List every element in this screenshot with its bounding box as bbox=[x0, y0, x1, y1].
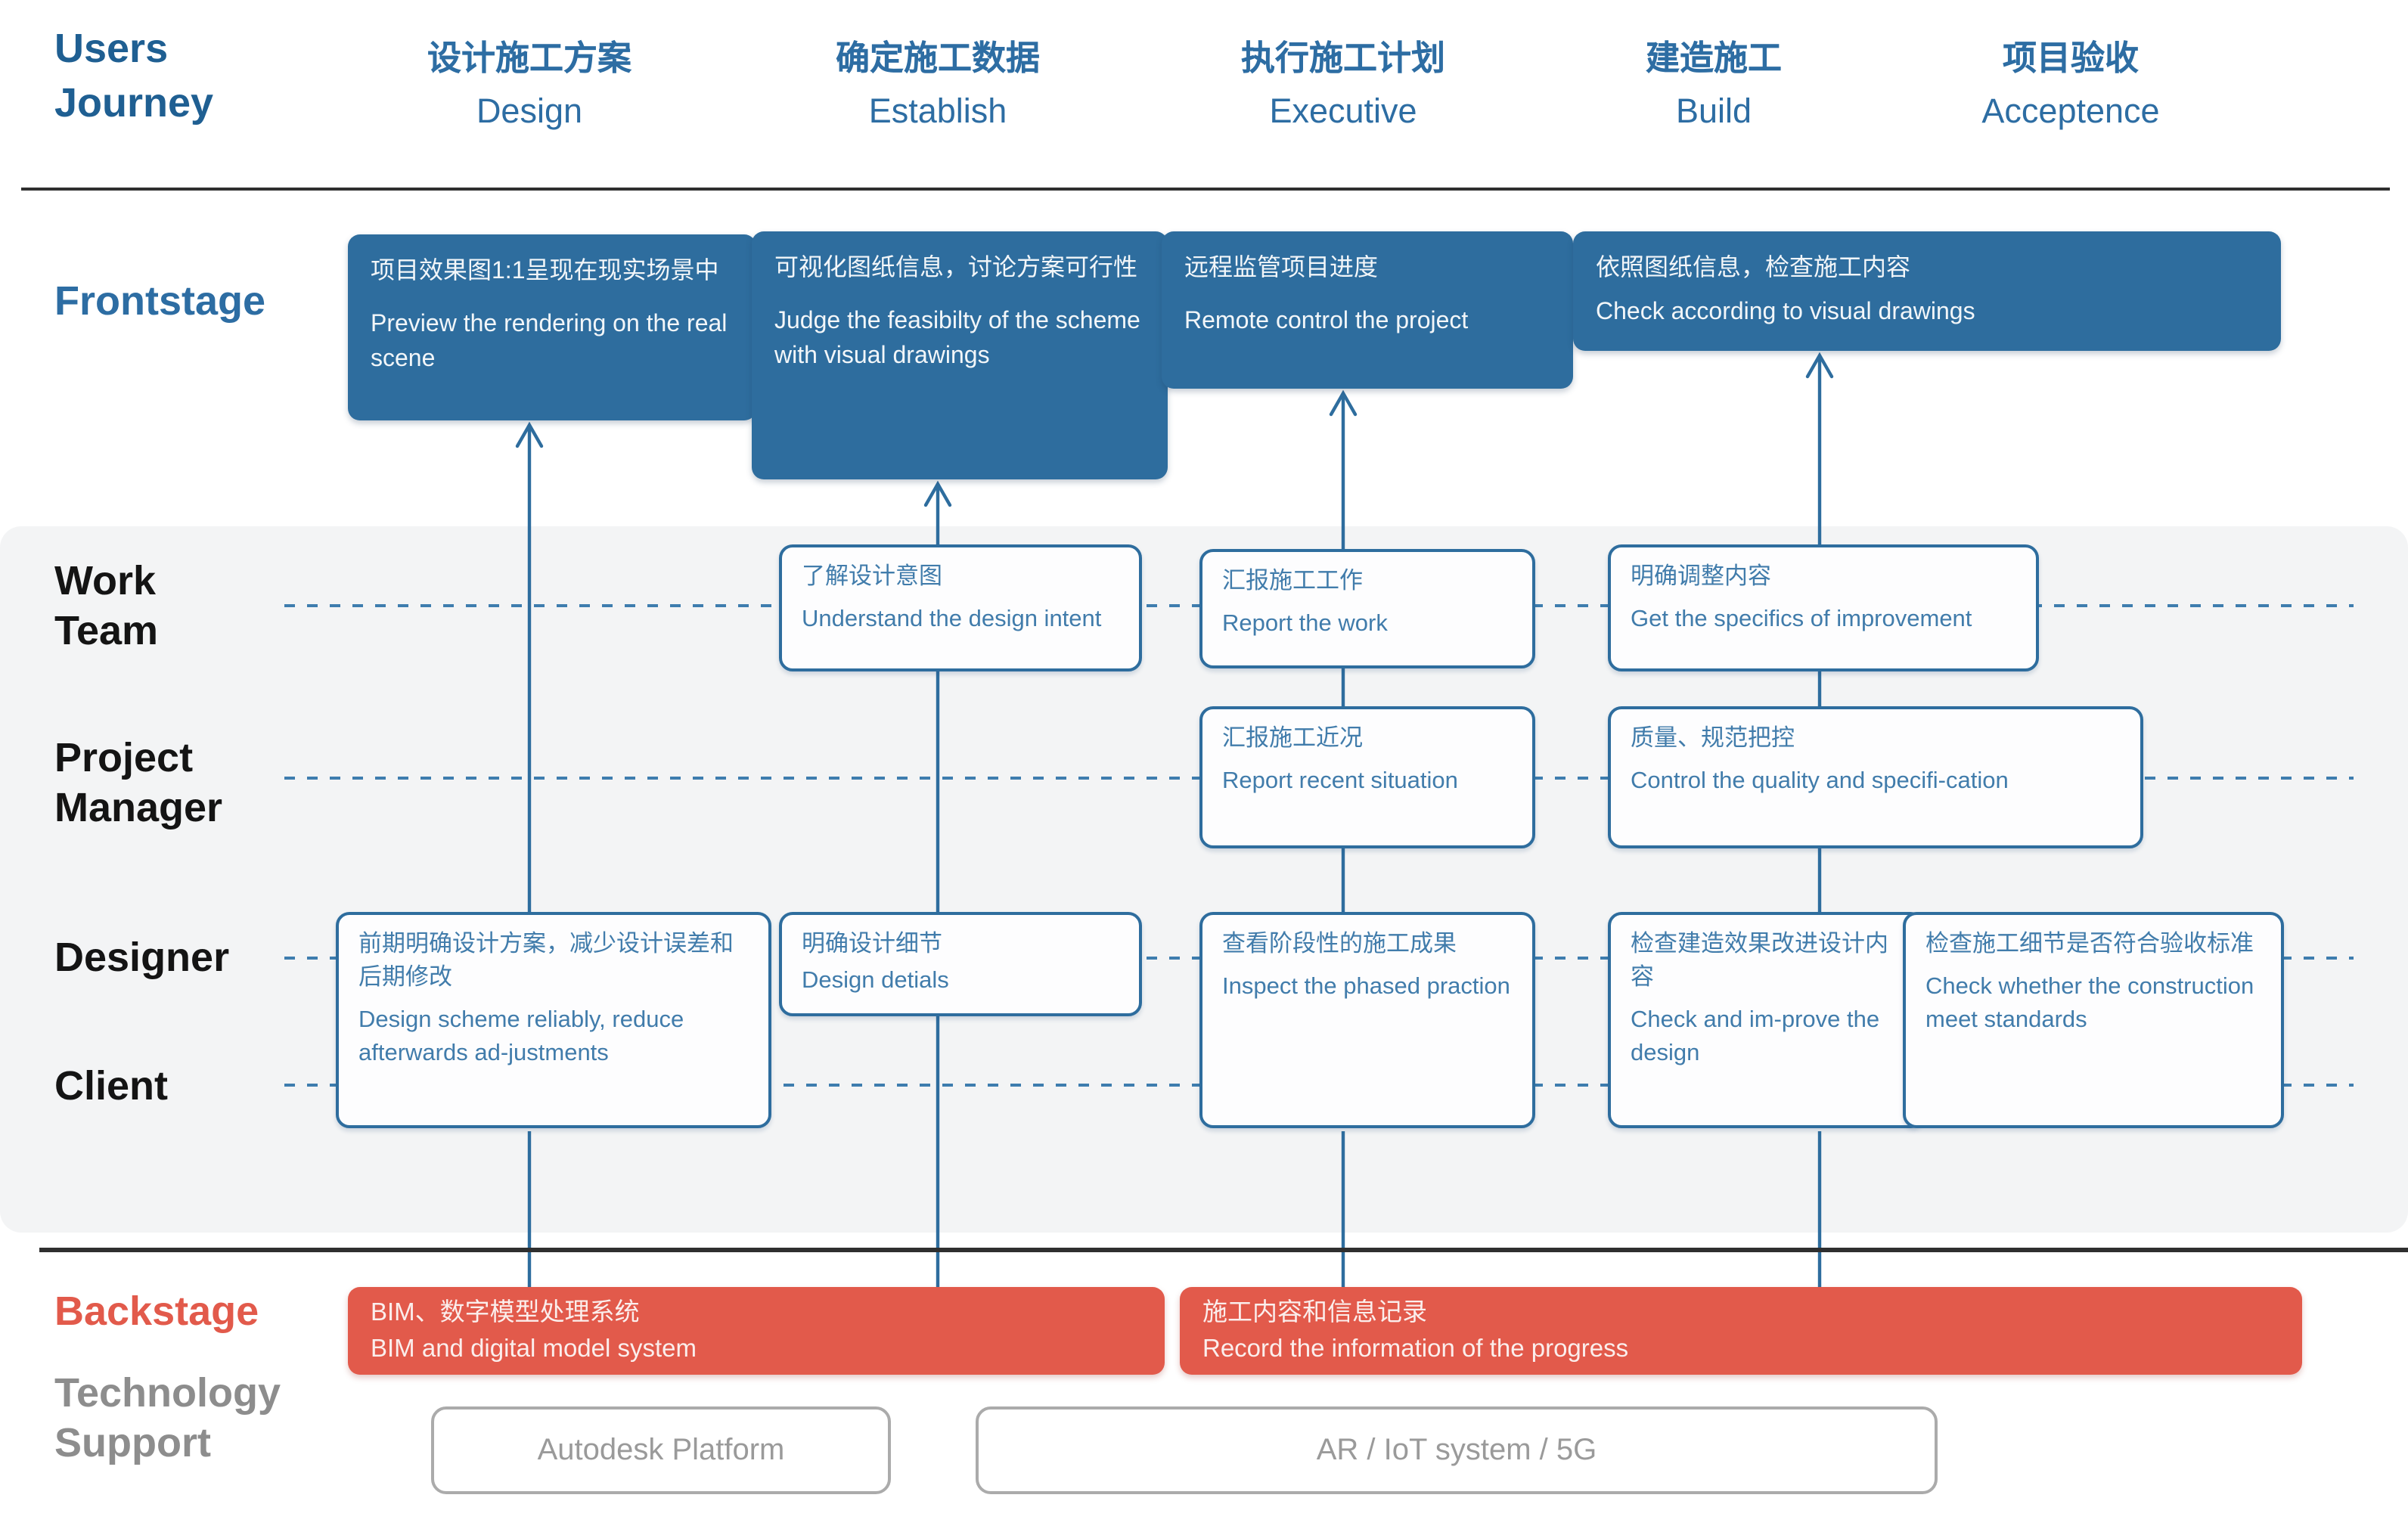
work-team-box-understand-intent-en: Understand the design intent bbox=[802, 606, 1102, 632]
lane-label-technology-line1: Technology bbox=[54, 1370, 281, 1416]
column-header-executive-zh: 执行施工计划 bbox=[1240, 39, 1445, 77]
work-team-box-get-specifics: 明确调整内容 Get the specifics of improvement bbox=[1608, 544, 2039, 671]
column-header-design: 设计施工方案 Design bbox=[287, 39, 771, 132]
work-team-box-get-specifics-zh: 明确调整内容 bbox=[1631, 564, 1772, 590]
arrowhead-icon-col1 bbox=[515, 421, 544, 448]
page-title-line1: Users bbox=[54, 26, 169, 71]
designer-client-box-check-improve-zh: 检查建造效果改进设计内容 bbox=[1631, 932, 1889, 991]
lane-label-technology-support: Technology Support bbox=[54, 1369, 281, 1468]
work-team-box-understand-intent: 了解设计意图 Understand the design intent bbox=[779, 544, 1142, 671]
designer-client-box-check-improve-en: Check and im-prove the design bbox=[1631, 1007, 1880, 1066]
designer-client-box-check-standards-en: Check whether the construction meet stan… bbox=[1925, 974, 2254, 1033]
backstage-box-record-progress-zh: 施工内容和信息记录 bbox=[1202, 1299, 1427, 1326]
lane-label-designer: Designer bbox=[54, 935, 230, 980]
lane-label-client: Client bbox=[54, 1063, 169, 1109]
page-title-line2: Journey bbox=[54, 80, 214, 126]
designer-client-box-check-standards-zh: 检查施工细节是否符合验收标准 bbox=[1925, 932, 2254, 957]
project-manager-box-report-recent-en: Report recent situation bbox=[1222, 768, 1458, 794]
work-team-box-report-work-zh: 汇报施工工作 bbox=[1222, 569, 1364, 594]
column-header-design-en: Design bbox=[476, 92, 583, 130]
page-title: Users Journey bbox=[54, 21, 213, 130]
designer-client-box-design-scheme-zh: 前期明确设计方案，减少设计误差和后期修改 bbox=[358, 932, 734, 991]
arrowhead-icon-col4 bbox=[1805, 352, 1834, 379]
technology-box-autodesk-platform: Autodesk Platform bbox=[431, 1406, 891, 1494]
designer-box-design-details-zh: 明确设计细节 bbox=[802, 932, 943, 957]
work-team-box-understand-intent-zh: 了解设计意图 bbox=[802, 564, 943, 590]
frontstage-box-preview-rendering-zh: 项目效果图1:1呈现在现实场景中 bbox=[371, 259, 719, 284]
header-divider-line bbox=[21, 188, 2390, 191]
frontstage-box-remote-control-zh: 远程监管项目进度 bbox=[1184, 256, 1379, 281]
frontstage-box-check-drawings-zh: 依照图纸信息，检查施工内容 bbox=[1596, 256, 1911, 281]
lane-label-project-manager: Project Manager bbox=[54, 733, 222, 833]
technology-box-ar-iot-5g: AR / IoT system / 5G bbox=[976, 1406, 1938, 1494]
column-header-establish-zh: 确定施工数据 bbox=[835, 39, 1040, 77]
frontstage-box-judge-feasibility-zh: 可视化图纸信息，讨论方案可行性 bbox=[774, 256, 1138, 281]
column-header-acceptence-en: Acceptence bbox=[1981, 92, 2160, 130]
designer-client-box-design-scheme-en: Design scheme reliably, reduce afterward… bbox=[358, 1007, 684, 1066]
column-header-executive-en: Executive bbox=[1269, 92, 1417, 130]
work-team-box-report-work-en: Report the work bbox=[1222, 611, 1388, 637]
designer-client-box-design-scheme: 前期明确设计方案，减少设计误差和后期修改 Design scheme relia… bbox=[336, 912, 771, 1128]
backstage-box-record-progress: 施工内容和信息记录 Record the information of the … bbox=[1180, 1287, 2302, 1375]
lane-label-project-manager-line1: Project bbox=[54, 735, 194, 780]
lane-label-work-team-line2: Team bbox=[54, 608, 159, 653]
column-header-build-zh: 建造施工 bbox=[1645, 39, 1782, 77]
work-team-box-get-specifics-en: Get the specifics of improvement bbox=[1631, 606, 1972, 632]
column-header-establish-en: Establish bbox=[868, 92, 1007, 130]
backstage-box-bim-system-zh: BIM、数字模型处理系统 bbox=[371, 1299, 640, 1326]
frontstage-box-remote-control: 远程监管项目进度 Remote control the project bbox=[1162, 231, 1573, 389]
project-manager-box-control-quality-en: Control the quality and specifi-cation bbox=[1631, 768, 2009, 794]
designer-client-box-inspect-phased-zh: 查看阶段性的施工成果 bbox=[1222, 932, 1457, 957]
column-header-design-zh: 设计施工方案 bbox=[427, 39, 631, 77]
frontstage-box-preview-rendering-en: Preview the rendering on the real scene bbox=[371, 312, 728, 372]
lane-label-technology-line2: Support bbox=[54, 1420, 211, 1465]
lane-label-work-team-line1: Work bbox=[54, 558, 157, 603]
column-header-acceptence-zh: 项目验收 bbox=[2002, 39, 2139, 77]
arrowhead-icon-col3 bbox=[1329, 389, 1358, 417]
backstage-box-bim-system-en: BIM and digital model system bbox=[371, 1335, 697, 1363]
project-manager-box-control-quality: 质量、规范把控 Control the quality and specifi-… bbox=[1608, 706, 2143, 848]
column-header-acceptence: 项目验收 Acceptence bbox=[1829, 39, 2313, 132]
lane-label-work-team: Work Team bbox=[54, 557, 158, 656]
designer-box-design-details: 明确设计细节 Design detials bbox=[779, 912, 1142, 1016]
project-manager-box-report-recent-zh: 汇报施工近况 bbox=[1222, 726, 1364, 752]
designer-box-design-details-en: Design detials bbox=[802, 968, 949, 994]
lane-label-backstage: Backstage bbox=[54, 1289, 259, 1334]
designer-client-box-check-improve: 检查建造效果改进设计内容 Check and im-prove the desi… bbox=[1608, 912, 1924, 1128]
frontstage-box-judge-feasibility: 可视化图纸信息，讨论方案可行性 Judge the feasibilty of … bbox=[752, 231, 1168, 479]
column-header-executive: 执行施工计划 Executive bbox=[1101, 39, 1585, 132]
backstage-box-record-progress-en: Record the information of the progress bbox=[1202, 1335, 1629, 1363]
project-manager-box-report-recent: 汇报施工近况 Report recent situation bbox=[1199, 706, 1535, 848]
backstage-box-bim-system: BIM、数字模型处理系统 BIM and digital model syste… bbox=[348, 1287, 1165, 1375]
designer-client-box-check-standards: 检查施工细节是否符合验收标准 Check whether the constru… bbox=[1903, 912, 2284, 1128]
lane-label-project-manager-line2: Manager bbox=[54, 785, 223, 830]
project-manager-box-control-quality-zh: 质量、规范把控 bbox=[1631, 726, 1795, 752]
work-team-box-report-work: 汇报施工工作 Report the work bbox=[1199, 549, 1535, 668]
frontstage-box-judge-feasibility-en: Judge the feasibilty of the scheme with … bbox=[774, 309, 1140, 369]
frontstage-box-check-drawings: 依照图纸信息，检查施工内容 Check according to visual … bbox=[1573, 231, 2281, 351]
arrowhead-icon-col2 bbox=[923, 480, 952, 507]
backstage-divider-line bbox=[39, 1248, 2408, 1251]
lane-label-frontstage: Frontstage bbox=[54, 278, 266, 324]
frontstage-box-check-drawings-en: Check according to visual drawings bbox=[1596, 299, 1975, 325]
column-header-establish: 确定施工数据 Establish bbox=[696, 39, 1180, 132]
column-header-build: 建造施工 Build bbox=[1472, 39, 1956, 132]
column-header-build-en: Build bbox=[1675, 92, 1752, 130]
designer-client-box-inspect-phased-en: Inspect the phased praction bbox=[1222, 974, 1510, 1000]
designer-client-box-inspect-phased: 查看阶段性的施工成果 Inspect the phased praction bbox=[1199, 912, 1535, 1128]
frontstage-box-preview-rendering: 项目效果图1:1呈现在现实场景中 Preview the rendering o… bbox=[348, 234, 756, 420]
frontstage-box-remote-control-en: Remote control the project bbox=[1184, 309, 1469, 334]
